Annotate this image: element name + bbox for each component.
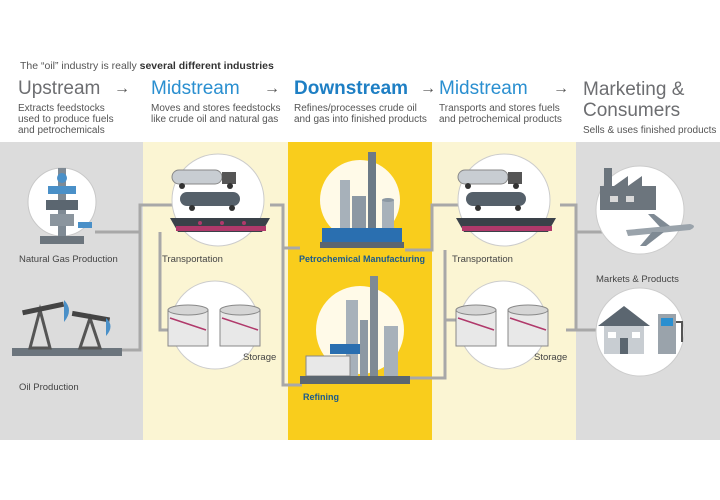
storage-tank-icon — [167, 280, 261, 370]
tanker-truck-icon — [180, 192, 240, 211]
pipeline-network — [95, 203, 610, 387]
markets-icon-group-2 — [595, 287, 685, 377]
stage-title-marketing: Marketing & Consumers — [583, 79, 685, 121]
fuel-pump-icon — [658, 314, 683, 354]
pumpjack-icon — [12, 300, 122, 356]
flow-arrow-2: → — [264, 80, 280, 97]
label-transportation-1: Transportation — [162, 254, 223, 265]
flow-arrow-4: → — [553, 80, 569, 97]
label-refining: Refining — [303, 392, 339, 402]
stage-desc-upstream: Extracts feedstocks used to produce fuel… — [18, 103, 114, 136]
stage-desc-midstream-2: Transports and stores fuels and petroche… — [439, 103, 562, 125]
stage-desc-marketing: Sells & uses finished products — [583, 125, 717, 136]
intro-text: The “oil” industry is really several dif… — [20, 60, 274, 72]
label-natural-gas-production: Natural Gas Production — [19, 254, 118, 265]
flow-arrow-1: → — [114, 80, 130, 97]
label-transportation-2: Transportation — [452, 254, 513, 265]
gas-wellhead-icon — [27, 167, 97, 244]
label-markets-products: Markets & Products — [596, 274, 679, 285]
label-storage-1: Storage — [243, 352, 277, 363]
ship-icon — [170, 218, 270, 232]
transport-icon-group-1 — [170, 153, 270, 247]
stage-desc-midstream-1: Moves and stores feedstocks like crude o… — [151, 103, 281, 125]
airplane-icon — [626, 214, 694, 246]
stage-title-midstream-1: Midstream — [151, 78, 240, 99]
stage-desc-downstream: Refines/processes crude oil and gas into… — [294, 103, 427, 125]
markets-icon-group-1 — [595, 165, 694, 255]
storage-tank-icon-2 — [455, 280, 549, 370]
label-petrochemical-manufacturing: Petrochemical Manufacturing — [299, 254, 426, 264]
label-storage-2: Storage — [534, 352, 568, 363]
label-oil-production: Oil Production — [19, 382, 79, 393]
stage-title-upstream: Upstream — [18, 78, 101, 99]
refinery-icon — [300, 276, 410, 384]
factory-icon — [600, 168, 656, 210]
petrochemical-plant-icon — [320, 152, 404, 248]
intro-bold: several different industries — [139, 60, 274, 72]
truck-icon — [171, 169, 236, 189]
stage-title-downstream: Downstream — [294, 78, 409, 99]
stage-title-midstream-2: Midstream — [439, 78, 528, 99]
transport-icon-group-2 — [456, 153, 556, 247]
house-icon — [598, 306, 650, 354]
flow-arrow-3: → — [420, 80, 436, 97]
